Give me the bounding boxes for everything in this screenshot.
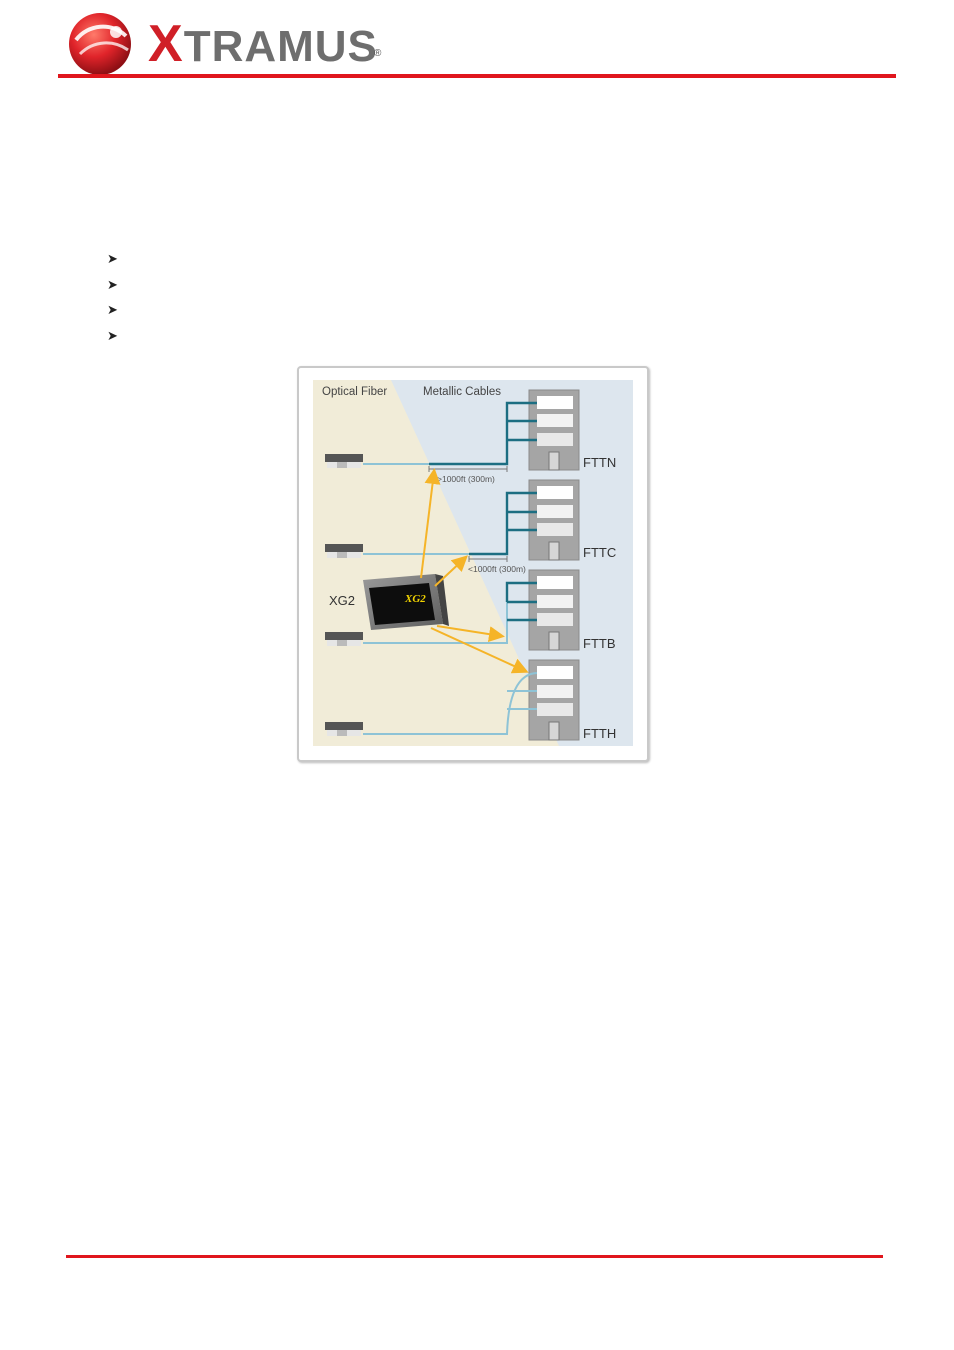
metallic-zone-label: Metallic Cables <box>423 386 501 398</box>
device-label: XG2 <box>329 593 355 608</box>
arrowhead-bullet-icon: ➤ <box>107 276 118 292</box>
bullet-list: ➤ ➤ ➤ ➤ <box>107 250 118 352</box>
central-office-unit <box>325 632 363 646</box>
xg2-device: XG2 <box>363 574 449 630</box>
central-office-unit <box>325 722 363 736</box>
fttx-diagram: Optical Fiber Metallic Cables <box>297 366 649 762</box>
arrowhead-bullet-icon: ➤ <box>107 251 118 266</box>
device-screen-text: XG2 <box>404 593 426 605</box>
list-item: ➤ <box>107 276 118 302</box>
central-office-unit <box>325 454 363 468</box>
brand-wordmark: XTRAMUS <box>148 16 378 75</box>
fiber-zone <box>313 380 559 746</box>
header-rule <box>58 74 896 78</box>
scenario-label-fttb: FTTB <box>583 636 616 651</box>
logo-globe-icon <box>69 13 131 75</box>
scenario-label-ftth: FTTH <box>583 726 616 741</box>
footer-rule <box>66 1255 883 1258</box>
building-fttn <box>528 389 580 471</box>
fiber-zone-label: Optical Fiber <box>322 386 387 398</box>
building-fttb <box>528 569 580 651</box>
test-arrows <box>420 468 529 674</box>
list-item: ➤ <box>107 327 118 353</box>
distance-long-label: >1000ft (300m) <box>437 474 495 484</box>
brand-name: TRAMUS <box>183 22 378 71</box>
distance-short-label: <1000ft (300m) <box>468 564 526 574</box>
diagram-canvas: Optical Fiber Metallic Cables <box>313 380 633 746</box>
brand-initial: X <box>148 15 184 73</box>
list-item: ➤ <box>107 250 118 276</box>
arrowhead-bullet-icon: ➤ <box>107 327 118 343</box>
registered-mark: ® <box>374 48 382 59</box>
building-ftth <box>528 659 580 741</box>
building-fttc <box>528 479 580 561</box>
xtramus-logo: XTRAMUS ® <box>66 10 396 76</box>
arrowhead-bullet-icon: ➤ <box>107 302 118 317</box>
scenario-label-fttn: FTTN <box>583 455 616 470</box>
central-office-unit <box>325 544 363 558</box>
scenario-label-fttc: FTTC <box>583 545 616 560</box>
copper-lines <box>429 401 537 622</box>
list-item: ➤ <box>107 301 118 327</box>
